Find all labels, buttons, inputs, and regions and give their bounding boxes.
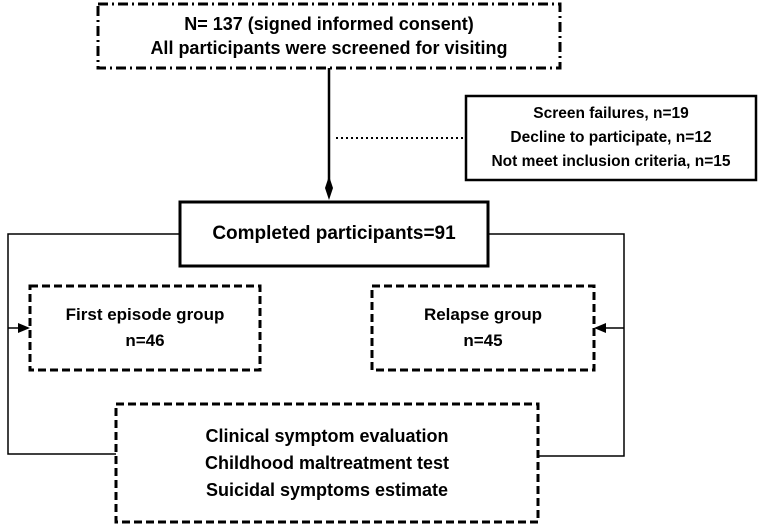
relapse-count: n=45 <box>463 331 503 350</box>
assessment-line-2: Childhood maltreatment test <box>204 452 450 473</box>
completed-label: Completed participants=91 <box>212 223 456 244</box>
relapse-label: Relapse group <box>423 305 543 324</box>
right-loop-top <box>488 233 625 457</box>
consent-line-2: All participants were screened for visit… <box>150 38 508 58</box>
completed-text: Completed participants=91 <box>180 202 488 266</box>
first-episode-box <box>28 284 262 372</box>
exclusion-line-2: Decline to participate, n=12 <box>510 129 712 146</box>
assessment-line-3: Suicidal symptoms estimate <box>205 479 449 500</box>
relapse-text: Relapse group n=45 <box>372 286 594 370</box>
exclusion-text: Screen failures, n=19 Decline to partici… <box>466 96 756 180</box>
consent-line-1: N= 137 (signed informed consent) <box>184 14 474 34</box>
first-episode-text: First episode group n=46 <box>30 286 260 370</box>
first-episode-label: First episode group <box>65 305 225 324</box>
first-episode-count: n=46 <box>125 331 165 350</box>
assessment-box <box>114 402 540 524</box>
exclusion-line-1: Screen failures, n=19 <box>533 105 689 122</box>
assessment-text: Clinical symptom evaluation Childhood ma… <box>116 404 538 522</box>
left-arrowhead <box>18 323 30 333</box>
assessment-line-1: Clinical symptom evaluation <box>205 425 449 446</box>
right-arrowhead <box>594 323 606 333</box>
consent-text: N= 137 (signed informed consent) All par… <box>98 4 560 68</box>
exclusion-line-3: Not meet inclusion criteria, n=15 <box>491 153 731 170</box>
consent-box <box>96 2 562 70</box>
exclusion-box <box>464 94 758 182</box>
diamond-arrowhead <box>325 176 333 200</box>
left-loop-top <box>7 233 180 455</box>
